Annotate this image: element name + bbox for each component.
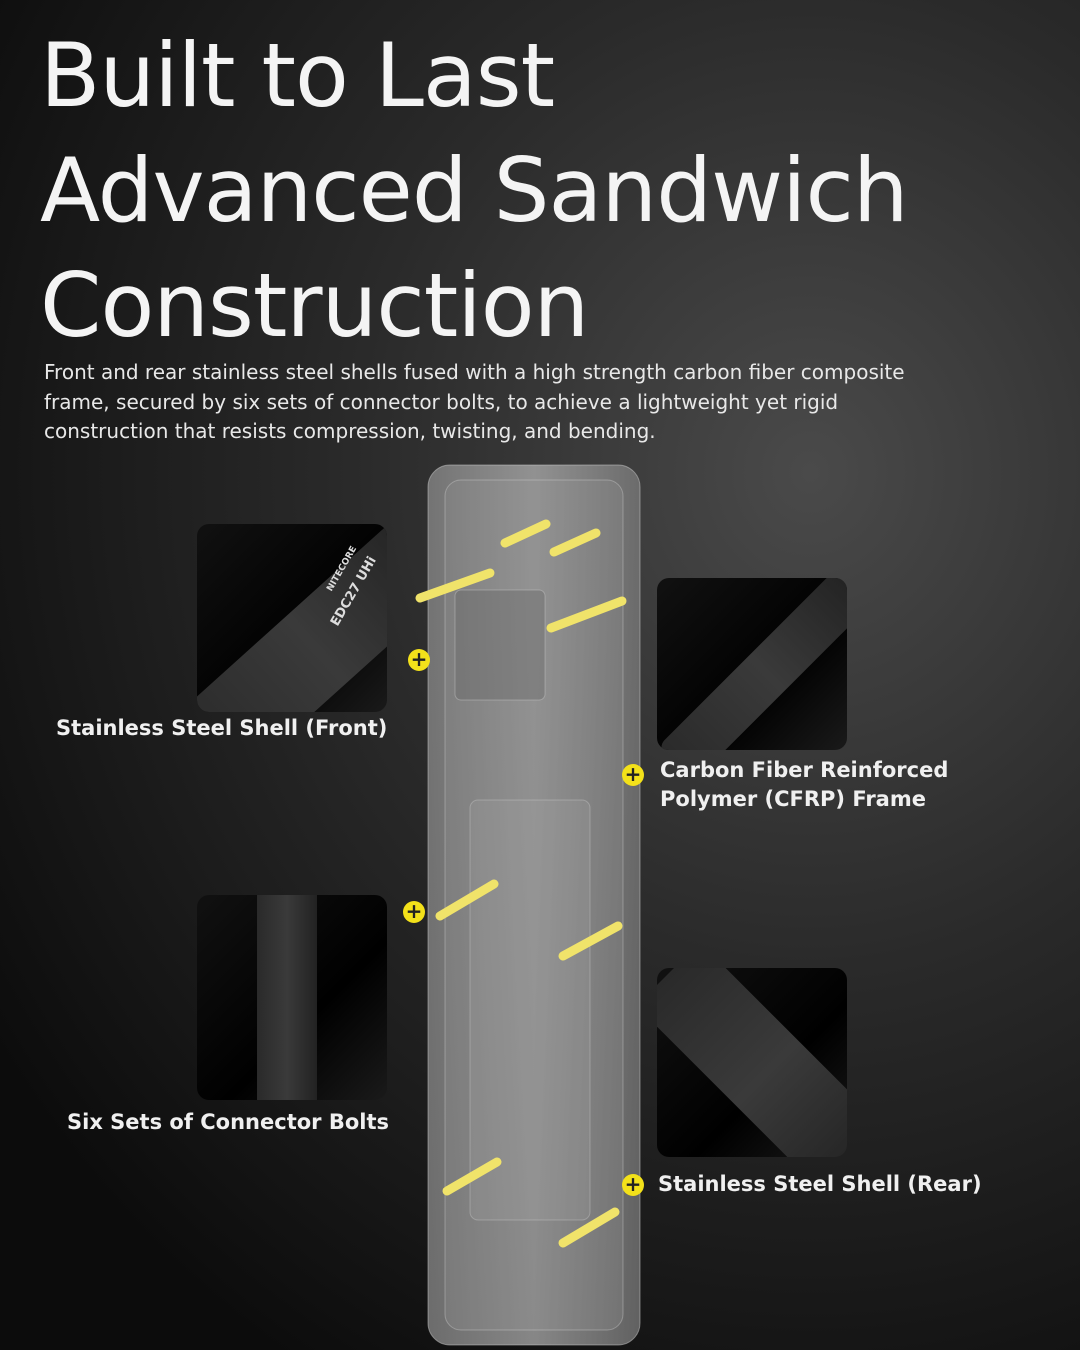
bolt: [500, 519, 551, 548]
device-inner-frame: [444, 479, 624, 1331]
bolt: [558, 921, 623, 961]
connector-bolts-closeup: [197, 895, 387, 1100]
bolt: [415, 568, 495, 603]
bolt: [558, 1207, 620, 1248]
front-shell-closeup: NITECORE EDC27 UHi: [197, 524, 387, 712]
label-cfrp-frame: Carbon Fiber Reinforced Polymer (CFRP) F…: [660, 756, 948, 814]
description: Front and rear stainless steel shells fu…: [44, 360, 905, 443]
title-line-2: Advanced Sandwich: [40, 139, 909, 242]
page-title: Built to Last Advanced Sandwich Construc…: [40, 18, 909, 363]
label-cfrp-line-2: Polymer (CFRP) Frame: [660, 787, 926, 811]
bolt: [549, 528, 601, 557]
plus-icon[interactable]: +: [622, 764, 644, 786]
label-cfrp-line-1: Carbon Fiber Reinforced: [660, 758, 949, 782]
title-line-3: Construction: [40, 254, 589, 357]
device-window: [454, 589, 546, 701]
bolt: [442, 1157, 502, 1196]
label-connector-bolts: Six Sets of Connector Bolts: [67, 1110, 390, 1134]
plus-icon[interactable]: +: [622, 1174, 644, 1196]
plus-icon[interactable]: +: [403, 901, 425, 923]
label-rear-shell: Stainless Steel Shell (Rear): [658, 1172, 982, 1196]
device-body: [427, 464, 641, 1346]
connector-bolts: [415, 519, 627, 1248]
device-battery: [469, 799, 591, 1221]
label-front-shell: Stainless Steel Shell (Front): [56, 716, 388, 740]
bolt: [435, 879, 499, 921]
bolt: [546, 596, 627, 633]
title-line-1: Built to Last: [40, 24, 555, 127]
rear-shell-closeup: [657, 968, 847, 1157]
plus-icon[interactable]: +: [408, 649, 430, 671]
cfrp-frame-closeup: [657, 578, 847, 750]
